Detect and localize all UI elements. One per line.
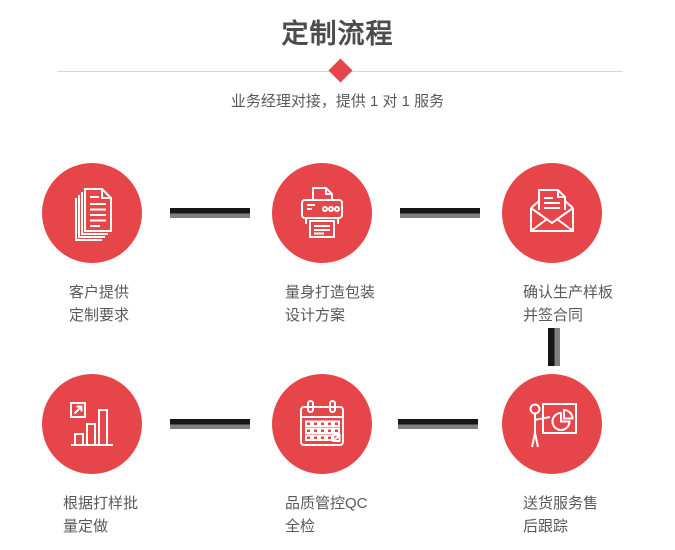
connector-bar-vertical [548, 328, 560, 366]
step-circle-quality-control [272, 374, 372, 474]
step-circle-packaging-design [272, 163, 372, 263]
step-circle-delivery-aftersales [502, 374, 602, 474]
step-label-line: 送货服务售 [523, 495, 599, 512]
step-circle-sample-contract [502, 163, 602, 263]
connector-bar [170, 208, 250, 218]
step-label-line: 客户提供 [69, 284, 130, 301]
step-label-line: 品质管控QC [285, 495, 368, 512]
step-label: 根据打样批 量定做 [63, 492, 138, 538]
diamond-icon [328, 58, 353, 83]
step-circle-customer-requirements [42, 163, 142, 263]
connector-bar [398, 419, 478, 429]
connector-bar [170, 419, 250, 429]
documents-icon [75, 188, 112, 241]
calendar-icon [300, 400, 344, 446]
step-label: 确认生产样板 并签合同 [523, 281, 613, 327]
step-label-line: 确认生产样板 [523, 284, 614, 301]
bar-chart-icon [70, 402, 113, 446]
step-label: 客户提供 定制要求 [69, 281, 129, 327]
subtitle: 业务经理对接，提供 1 对 1 服务 [230, 93, 445, 110]
presentation-icon [529, 403, 577, 448]
step-label-line: 后跟踪 [523, 518, 569, 535]
step-label-line: 定制要求 [69, 307, 130, 324]
step-label-line: 并签合同 [523, 307, 584, 324]
envelope-icon [530, 189, 574, 232]
step-label-line: 设计方案 [285, 307, 346, 324]
step-label-line: 根据打样批 [63, 495, 139, 512]
step-label: 量身打造包装 设计方案 [285, 281, 375, 327]
step-circle-batch-production [42, 374, 142, 474]
page-title: 定制流程 [281, 19, 394, 49]
step-label-line: 量身打造包装 [285, 284, 376, 301]
step-label: 品质管控QC 全检 [285, 492, 368, 538]
step-label-line: 量定做 [63, 518, 109, 535]
step-label: 送货服务售 后跟踪 [523, 492, 598, 538]
printer-icon [301, 187, 343, 238]
connector-bar [400, 208, 480, 218]
step-label-line: 全检 [285, 518, 316, 535]
